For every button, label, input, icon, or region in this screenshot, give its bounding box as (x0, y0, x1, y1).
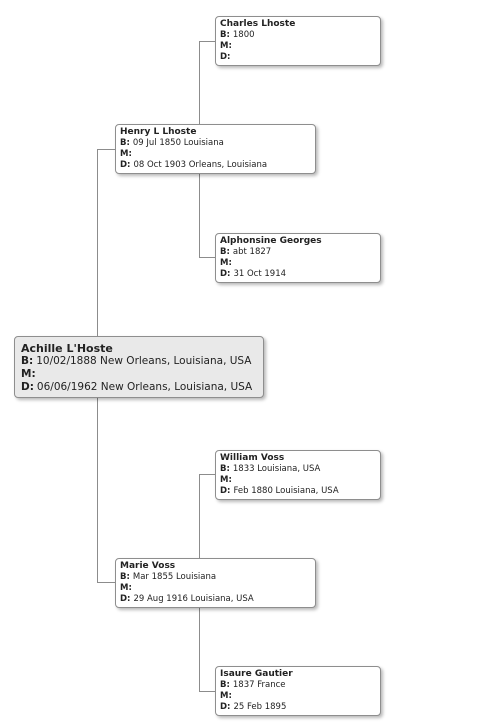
death-label: D: (220, 52, 231, 62)
person-name: Alphonsine Georges (220, 236, 322, 246)
birth-label: B: (21, 355, 34, 367)
death-value: Feb 1880 Louisiana, USA (233, 486, 339, 496)
birth-label: B: (220, 680, 230, 690)
marriage-label: M: (21, 368, 36, 380)
birth-value: abt 1827 (232, 247, 272, 257)
connector-mat-gm-stub (199, 691, 215, 692)
birth-value: 10/02/1888 New Orleans, Louisiana, USA (36, 355, 252, 367)
marriage-label: M: (120, 583, 132, 593)
death-value: 06/06/1962 New Orleans, Louisiana, USA (36, 381, 253, 393)
person-name: Marie Voss (120, 561, 176, 571)
connector-mat-gf-stub (199, 474, 215, 475)
death-label: D: (21, 381, 34, 393)
death-value: 08 Oct 1903 Orleans, Louisiana (133, 160, 268, 170)
birth-value: 09 Jul 1850 Louisiana (132, 138, 224, 148)
birth-value: 1800 (232, 30, 255, 40)
birth-label: B: (120, 138, 130, 148)
birth-value: Mar 1855 Louisiana (132, 572, 217, 582)
death-value: 25 Feb 1895 (233, 702, 287, 712)
person-card-charles-lhoste[interactable]: Charles Lhoste B:1800 M: D: (215, 16, 381, 66)
birth-value: 1833 Louisiana, USA (232, 464, 321, 474)
death-label: D: (220, 702, 231, 712)
marriage-label: M: (220, 41, 232, 51)
person-card-achille-lhoste[interactable]: Achille L'Hoste B:10/02/1888 New Orleans… (14, 336, 264, 398)
person-name: William Voss (220, 453, 285, 463)
birth-value: 1837 France (232, 680, 286, 690)
person-name: Achille L'Hoste (21, 342, 113, 355)
marriage-label: M: (220, 691, 232, 701)
person-card-marie-voss[interactable]: Marie Voss B:Mar 1855 Louisiana M: D:29 … (115, 558, 316, 608)
connector-father-stub (97, 149, 115, 150)
person-card-alphonsine-georges[interactable]: Alphonsine Georges B:abt 1827 M: D:31 Oc… (215, 233, 381, 283)
person-name: Charles Lhoste (220, 19, 296, 29)
death-value: 29 Aug 1916 Louisiana, USA (133, 594, 254, 604)
birth-label: B: (220, 247, 230, 257)
marriage-label: M: (120, 149, 132, 159)
connector-pat-gf-stub (199, 41, 215, 42)
marriage-label: M: (220, 475, 232, 485)
person-card-henry-lhoste[interactable]: Henry L Lhoste B:09 Jul 1850 Louisiana M… (115, 124, 316, 174)
person-name: Isaure Gautier (220, 669, 293, 679)
marriage-label: M: (220, 258, 232, 268)
death-label: D: (220, 486, 231, 496)
person-card-isaure-gautier[interactable]: Isaure Gautier B:1837 France M: D:25 Feb… (215, 666, 381, 716)
death-label: D: (220, 269, 231, 279)
death-value: 31 Oct 1914 (233, 269, 287, 279)
connector-mother-stub (97, 582, 115, 583)
death-label: D: (120, 594, 131, 604)
person-card-william-voss[interactable]: William Voss B:1833 Louisiana, USA M: D:… (215, 450, 381, 500)
birth-label: B: (220, 464, 230, 474)
person-name: Henry L Lhoste (120, 127, 197, 137)
connector-pat-gm-stub (199, 257, 215, 258)
birth-label: B: (120, 572, 130, 582)
death-label: D: (120, 160, 131, 170)
birth-label: B: (220, 30, 230, 40)
